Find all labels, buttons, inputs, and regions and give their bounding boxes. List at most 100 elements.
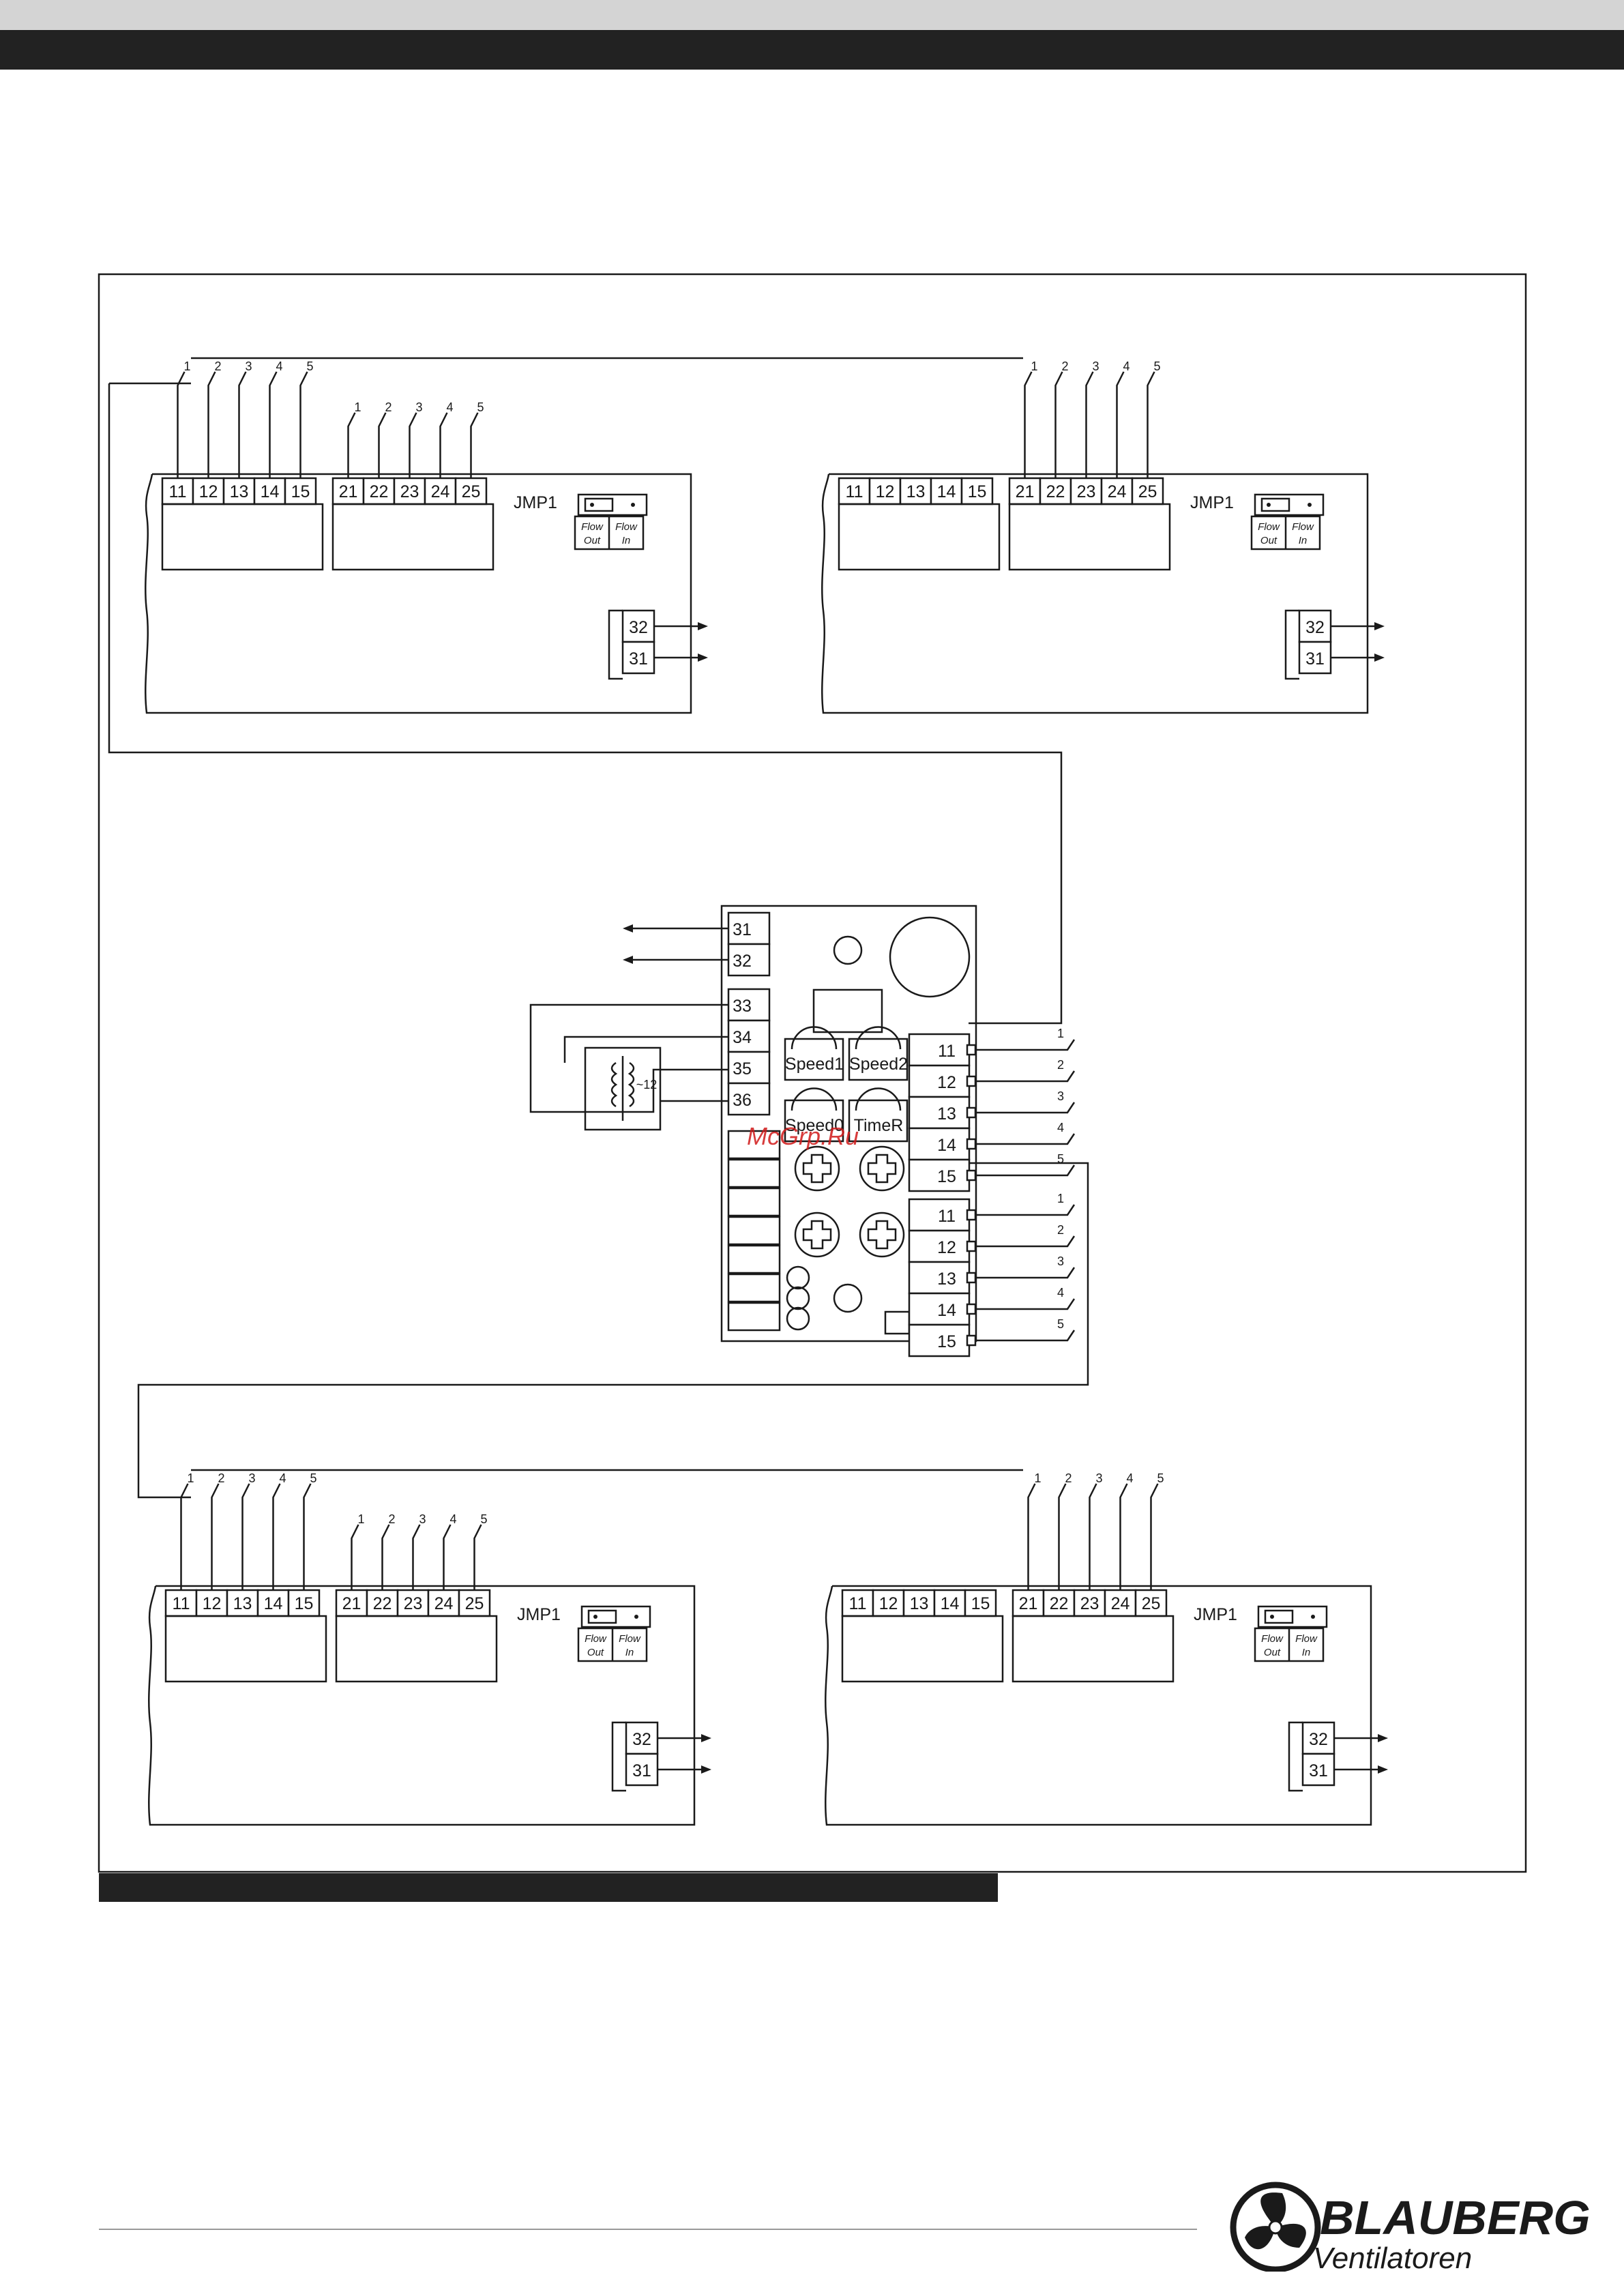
unit-bl-jumper-option: Flow: [585, 1633, 607, 1645]
unit-tl-term-b-label: 23: [400, 482, 419, 501]
unit-bl-jumper-option: Out: [587, 1647, 604, 1658]
unit-tl-term-a-label: 12: [199, 482, 218, 501]
controller-slot: [727, 1187, 781, 1217]
unit-bl-wire-a-label: 2: [218, 1471, 224, 1485]
unit-tr-wire-b-label: 1: [1031, 359, 1037, 373]
potentiometer-dial: [791, 1087, 838, 1111]
unit-tl-wire-a: [177, 371, 186, 478]
unit-tr-body: [821, 473, 1369, 714]
unit-tr-output-label: 32: [1305, 618, 1325, 637]
unit-bl-term-b-label: 24: [434, 1594, 454, 1613]
unit-tr-wire-b-label: 5: [1153, 359, 1160, 373]
potentiometer-dial: [855, 1026, 902, 1050]
transformer-coil: [628, 1061, 635, 1108]
unit-br-wire-b: [1089, 1483, 1097, 1590]
unit-tr-wire-b-label: 2: [1061, 359, 1068, 373]
unit-bl-wire-b-label: 4: [449, 1512, 456, 1526]
unit-tl-jumper-label: JMP1: [514, 493, 557, 512]
unit-tr-jumper-option: Out: [1260, 535, 1278, 546]
controller-block2-term-label: 11: [938, 1207, 956, 1226]
potentiometer: [784, 1099, 844, 1143]
unit-br-wire-b-label: 4: [1126, 1471, 1133, 1485]
unit-tl-term-a: [222, 477, 256, 505]
unit-tl-wire-a: [299, 371, 308, 478]
controller-block1-wire: [975, 1102, 1076, 1114]
controller-block1-pin: [966, 1106, 977, 1119]
controller-arrow: [623, 924, 633, 933]
controller-block1-pin: [966, 1075, 977, 1087]
controller-block1-term: [908, 1096, 971, 1130]
unit-tl-jumper-pin: [590, 503, 594, 507]
unit-bl-term-a-label: 14: [264, 1594, 283, 1613]
unit-tl-jumper-pin: [631, 503, 635, 507]
unit-tl-block-b: [331, 503, 494, 571]
unit-bl-term-b-label: 23: [404, 1594, 423, 1613]
controller-term-label: 32: [733, 952, 752, 971]
unit-tl-output-label: 32: [629, 618, 648, 637]
unit-bl-wire-a-label: 3: [248, 1471, 255, 1485]
controller-block2-wire: [975, 1267, 1076, 1279]
logo-sub: Ventilatoren: [1313, 2242, 1472, 2272]
controller-component: [833, 1283, 863, 1313]
unit-br-wire-b: [1119, 1483, 1128, 1590]
unit-br-term-b-label: 25: [1142, 1594, 1161, 1613]
unit-bl-wire-b-label: 2: [388, 1512, 395, 1526]
unit-br-jumper-pin: [1311, 1615, 1315, 1619]
unit-tl-term-b-label: 24: [431, 482, 450, 501]
unit-tl-jumper-option: Out: [584, 535, 601, 546]
controller-relay: [812, 988, 883, 1033]
controller-block1-wire-label: 1: [1057, 1027, 1064, 1040]
controller-block1-wire-label: 3: [1057, 1089, 1064, 1103]
unit-br-term-a-label: 14: [941, 1594, 960, 1613]
controller-block1-term-label: 15: [937, 1167, 956, 1186]
controller-component: [786, 1286, 810, 1310]
controller-block1-wire-label: 2: [1057, 1058, 1064, 1072]
controller-block2-pin: [966, 1209, 977, 1221]
unit-bl-term-a-label: 15: [295, 1594, 314, 1613]
unit-bl-jumper-cap: [587, 1609, 617, 1624]
unit-br-wire-b-label: 1: [1034, 1471, 1041, 1485]
controller-block2-wire-label: 4: [1057, 1286, 1064, 1300]
unit-tr-term-a-label: 15: [968, 482, 987, 501]
unit-bl-wire-b-label: 3: [419, 1512, 426, 1526]
unit-tr-term-b-label: 23: [1077, 482, 1096, 501]
controller-block2-wire: [975, 1298, 1076, 1310]
unit-tr-wire-b-label: 3: [1092, 359, 1099, 373]
unit-bl-wire-b: [381, 1524, 390, 1590]
controller-block1-wire: [975, 1070, 1076, 1083]
unit-tr-wire-b: [1085, 371, 1094, 478]
controller-block2-pin: [966, 1303, 977, 1315]
unit-bl-jumper-option: In: [625, 1647, 634, 1658]
unit-tl-wire-a-label: 1: [183, 359, 190, 373]
controller-term-label: 35: [733, 1059, 752, 1078]
potentiometer: [784, 1038, 844, 1081]
unit-bl-wire-a-label: 4: [279, 1471, 286, 1485]
unit-br-term-a: [964, 1589, 997, 1617]
controller-block2-pin: [966, 1334, 977, 1347]
controller-slot: [727, 1158, 781, 1188]
unit-bl-term-a-label: 12: [203, 1594, 222, 1613]
trimmer-screw: [802, 1220, 832, 1250]
unit-tl-wire-a-label: 3: [245, 359, 252, 373]
trimmer: [794, 1212, 840, 1258]
trimmer-screw: [802, 1154, 832, 1184]
controller-block2-term-label: 15: [937, 1332, 956, 1351]
unit-tr-term-a-label: 13: [906, 482, 926, 501]
unit-tr-output-label: 31: [1305, 649, 1325, 669]
unit-bl-wire-a-label: 5: [310, 1471, 316, 1485]
unit-br-arrow: [1378, 1765, 1388, 1774]
transformer-label: ~12: [636, 1078, 658, 1091]
unit-tr-jumper-cap: [1260, 497, 1290, 512]
controller-buzzer: [889, 916, 971, 998]
unit-tl-wire-a-label: 4: [276, 359, 282, 373]
controller-component: [884, 1310, 911, 1335]
unit-tr-wire-b: [1147, 371, 1155, 478]
unit-bl-term-a-label: 13: [233, 1594, 252, 1613]
controller-block2-term-label: 12: [937, 1238, 956, 1257]
trimmer: [859, 1145, 905, 1192]
unit-tl-wire-b: [439, 412, 448, 478]
controller-slot: [727, 1273, 781, 1303]
unit-tl-wire-a-label: 2: [214, 359, 221, 373]
